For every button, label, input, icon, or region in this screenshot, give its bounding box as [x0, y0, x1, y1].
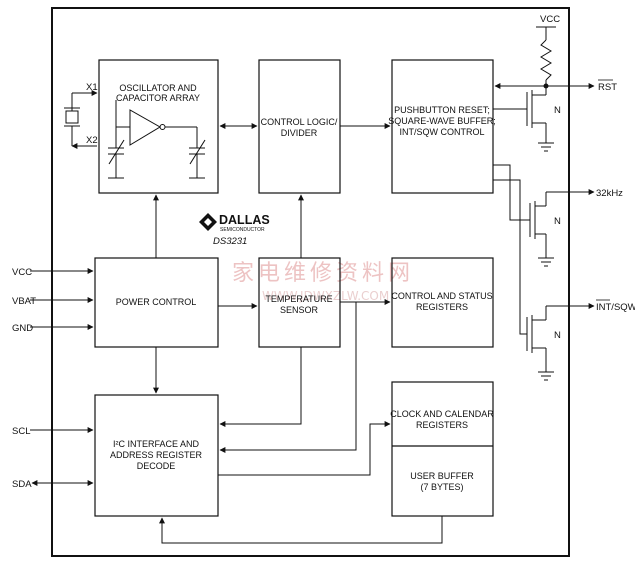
user-buffer-label-1: USER BUFFER: [410, 471, 474, 481]
connections: [30, 26, 595, 544]
capacitor-right-symbol: [189, 139, 206, 179]
dallas-logo-mark: [199, 213, 217, 231]
pin-vcc-top-label: VCC: [540, 14, 560, 25]
pushbutton-label-2: SQUARE-WAVE BUFFER;: [388, 116, 496, 126]
oscillator-label-2: CAPACITOR ARRAY: [116, 93, 200, 103]
pin-x1-label: X1: [86, 82, 98, 93]
watermark-url: WWW.JDWXZLW.COM: [262, 289, 389, 303]
clock-calendar-label-2: REGISTERS: [416, 420, 468, 430]
block-clock-calendar: CLOCK AND CALENDAR REGISTERS USER BUFFER…: [390, 381, 494, 517]
control-logic-label-1: CONTROL LOGIC/: [261, 117, 338, 127]
fet-rst-label: N: [554, 105, 561, 116]
block-power-control: POWER CONTROL: [94, 257, 219, 348]
block-pushbutton: PUSHBUTTON RESET; SQUARE-WAVE BUFFER; IN…: [388, 59, 496, 194]
temp-sensor-label-2: SENSOR: [280, 305, 319, 315]
logo-part: DS3231: [213, 236, 247, 247]
i2c-label-3: DECODE: [137, 461, 176, 471]
capacitor-left-symbol: [108, 139, 125, 179]
chip-outline: [51, 7, 570, 557]
block-oscillator: OSCILLATOR AND CAPACITOR ARRAY: [98, 59, 219, 194]
i2c-label-2: ADDRESS REGISTER: [110, 450, 203, 460]
watermark: 家电维修资料网 WWW.JDWXZLW.COM: [232, 261, 414, 303]
pin-rst-label: RST: [598, 82, 617, 93]
pin-vbat-label: VBAT: [12, 296, 36, 307]
pin-sda-label: SDA: [12, 479, 32, 490]
clock-calendar-label-1: CLOCK AND CALENDAR: [390, 409, 494, 419]
logo-brand: DALLAS: [219, 213, 270, 227]
i2c-label-1: I²C INTERFACE AND: [113, 439, 200, 449]
block-control-status: CONTROL AND STATUS REGISTERS: [391, 257, 494, 348]
block-control-logic: CONTROL LOGIC/ DIVIDER: [258, 59, 341, 194]
control-status-label-1: CONTROL AND STATUS: [391, 291, 492, 301]
logo-sub: SEMICONDUCTOR: [220, 227, 265, 233]
control-status-label-2: REGISTERS: [416, 302, 468, 312]
pin-scl-label: SCL: [12, 426, 30, 437]
oscillator-label-1: OSCILLATOR AND: [119, 83, 197, 93]
fet-32khz-label: N: [554, 216, 561, 227]
inverter-symbol: [115, 100, 198, 148]
fet-intsqw-label: N: [554, 330, 561, 341]
pushbutton-label-1: PUSHBUTTON RESET;: [394, 105, 490, 115]
control-logic-label-2: DIVIDER: [281, 128, 318, 138]
pin-vcc-label: VCC: [12, 267, 32, 278]
block-i2c: I²C INTERFACE AND ADDRESS REGISTER DECOD…: [94, 394, 219, 517]
pushbutton-label-3: INT/SQW CONTROL: [400, 127, 485, 137]
pin-x2-label: X2: [86, 135, 98, 146]
pin-32khz-label: 32kHz: [596, 188, 623, 199]
user-buffer-label-2: (7 BYTES): [420, 482, 463, 492]
pin-gnd-label: GND: [12, 323, 33, 334]
pin-intsqw-label: INT/SQW: [596, 302, 635, 313]
watermark-cn: 家电维修资料网: [232, 261, 414, 286]
power-control-label: POWER CONTROL: [116, 297, 197, 307]
dallas-logo: DALLAS SEMICONDUCTOR DS3231: [199, 213, 270, 247]
temp-sensor-label-1: TEMPERATURE: [265, 294, 332, 304]
